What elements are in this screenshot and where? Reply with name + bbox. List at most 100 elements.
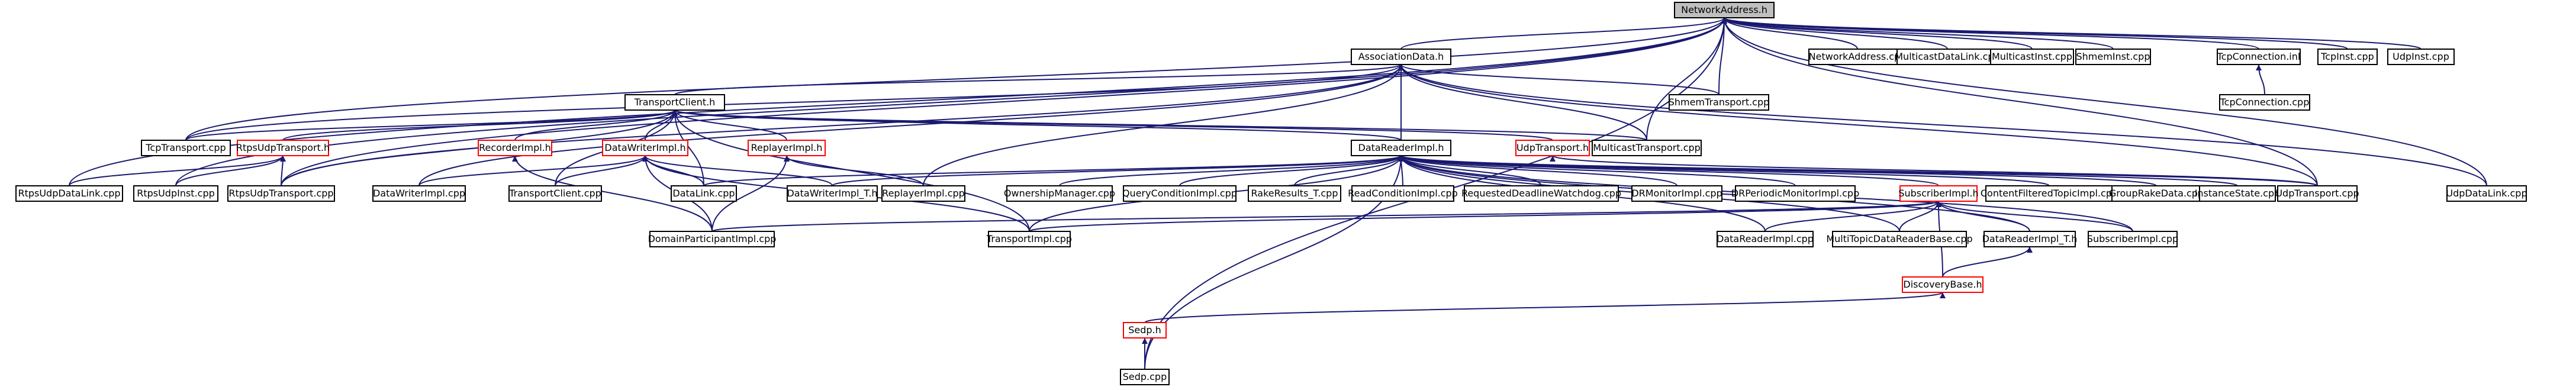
graph-node[interactable]: MulticastInst.cpp bbox=[1990, 49, 2074, 65]
graph-node[interactable]: DRMonitorImpl.cpp bbox=[1631, 185, 1722, 202]
graph-node[interactable]: AssociationData.h bbox=[1351, 49, 1451, 65]
node-box[interactable] bbox=[508, 185, 602, 202]
node-box[interactable] bbox=[1674, 2, 1775, 18]
graph-node[interactable]: UdpDataLink.cpp bbox=[2446, 185, 2527, 202]
node-box[interactable] bbox=[1983, 231, 2076, 247]
node-box[interactable] bbox=[1832, 231, 1967, 247]
graph-node[interactable]: DataWriterImpl.h bbox=[602, 140, 688, 156]
graph-node[interactable]: DataReaderImpl_T.h bbox=[1982, 231, 2078, 247]
node-box[interactable] bbox=[1592, 140, 1702, 156]
graph-node[interactable]: UdpInst.cpp bbox=[2387, 49, 2455, 65]
graph-node[interactable]: TcpConnection.inl bbox=[2217, 49, 2301, 65]
graph-node[interactable]: DRPeriodicMonitorImpl.cpp bbox=[1731, 185, 1860, 202]
node-box[interactable] bbox=[141, 140, 231, 156]
node-box[interactable] bbox=[1351, 49, 1451, 65]
graph-node[interactable]: RtpsUdpTransport.h bbox=[236, 140, 330, 156]
graph-node[interactable]: TransportClient.h bbox=[624, 94, 725, 111]
graph-node[interactable]: TransportClient.cpp bbox=[508, 185, 602, 202]
graph-node[interactable]: DomainParticipantImpl.cpp bbox=[648, 231, 777, 247]
graph-node[interactable]: DataWriterImpl.cpp bbox=[372, 185, 466, 202]
graph-node[interactable]: TransportImpl.cpp bbox=[986, 231, 1072, 247]
node-box[interactable] bbox=[1990, 49, 2074, 65]
graph-node[interactable]: ShmemInst.cpp bbox=[2075, 49, 2151, 65]
node-box[interactable] bbox=[1006, 185, 1113, 202]
node-box[interactable] bbox=[1351, 185, 1454, 202]
node-box[interactable] bbox=[15, 185, 123, 202]
graph-node[interactable]: DataWriterImpl_T.h bbox=[787, 185, 878, 202]
node-box[interactable] bbox=[2387, 49, 2455, 65]
graph-node[interactable]: ContentFilteredTopicImpl.cpp bbox=[1981, 185, 2118, 202]
node-box[interactable] bbox=[1808, 49, 1907, 65]
graph-node[interactable]: ShmemTransport.cpp bbox=[1669, 94, 1770, 111]
node-box[interactable] bbox=[649, 231, 775, 247]
node-box[interactable] bbox=[227, 185, 335, 202]
graph-node[interactable]: DataLink.cpp bbox=[671, 185, 737, 202]
graph-node[interactable]: MultiTopicDataReaderBase.cpp bbox=[1826, 231, 1973, 247]
node-box[interactable] bbox=[2317, 49, 2378, 65]
graph-node[interactable]: UdpTransport.cpp bbox=[2275, 185, 2359, 202]
graph-node[interactable]: Sedp.h bbox=[1123, 322, 1167, 339]
graph-node[interactable]: SubscriberImpl.h bbox=[1898, 185, 1979, 202]
graph-node[interactable]: UdpTransport.h bbox=[1515, 140, 1590, 156]
node-box[interactable] bbox=[1515, 140, 1590, 156]
node-box[interactable] bbox=[1123, 322, 1167, 339]
node-box[interactable] bbox=[1123, 185, 1237, 202]
node-box[interactable] bbox=[881, 185, 965, 202]
node-box[interactable] bbox=[1464, 185, 1619, 202]
node-box[interactable] bbox=[237, 140, 329, 156]
graph-node[interactable]: Sedp.cpp bbox=[1120, 369, 1170, 385]
graph-node[interactable]: DiscoveryBase.h bbox=[1902, 276, 1983, 293]
node-box[interactable] bbox=[2446, 185, 2527, 202]
graph-node[interactable]: DataReaderImpl.cpp bbox=[1717, 231, 1814, 247]
graph-node[interactable]: NetworkAddress.cpp bbox=[1808, 49, 1907, 65]
graph-node[interactable]: TcpInst.cpp bbox=[2317, 49, 2378, 65]
graph-node[interactable]: QueryConditionImpl.cpp bbox=[1122, 185, 1237, 202]
graph-node[interactable]: RtpsUdpTransport.cpp bbox=[227, 185, 335, 202]
graph-node[interactable]: RtpsUdpInst.cpp bbox=[133, 185, 218, 202]
graph-node[interactable]: MulticastTransport.cpp bbox=[1592, 140, 1702, 156]
graph-node[interactable]: OwnershipManager.cpp bbox=[1004, 185, 1115, 202]
node-box[interactable] bbox=[1120, 369, 1170, 385]
node-box[interactable] bbox=[2217, 49, 2301, 65]
graph-node[interactable]: TcpTransport.cpp bbox=[141, 140, 231, 156]
graph-node[interactable]: RequestedDeadlineWatchdog.cpp bbox=[1461, 185, 1621, 202]
node-box[interactable] bbox=[1669, 94, 1769, 111]
graph-node[interactable]: MulticastDataLink.cpp bbox=[1895, 49, 2000, 65]
graph-node[interactable]: RecorderImpl.h bbox=[478, 140, 552, 156]
node-box[interactable] bbox=[1735, 185, 1856, 202]
node-box[interactable] bbox=[372, 185, 466, 202]
node-box[interactable] bbox=[1899, 185, 1978, 202]
graph-node[interactable]: RakeResults_T.cpp bbox=[1248, 185, 1341, 202]
graph-node[interactable]: ReadConditionImpl.cpp bbox=[1348, 185, 1458, 202]
node-box[interactable] bbox=[2219, 94, 2310, 111]
graph-node[interactable]: SubscriberImpl.cpp bbox=[2087, 231, 2178, 247]
node-box[interactable] bbox=[602, 140, 688, 156]
graph-node[interactable]: TcpConnection.cpp bbox=[2219, 94, 2310, 111]
graph-node[interactable]: NetworkAddress.h bbox=[1674, 2, 1775, 18]
node-box[interactable] bbox=[1985, 185, 2113, 202]
graph-node[interactable]: GroupRakeData.cpp bbox=[2109, 185, 2204, 202]
node-box[interactable] bbox=[478, 140, 552, 156]
node-box[interactable] bbox=[671, 185, 737, 202]
graph-node[interactable]: RtpsUdpDataLink.cpp bbox=[15, 185, 123, 202]
node-box[interactable] bbox=[2199, 185, 2276, 202]
node-box[interactable] bbox=[1631, 185, 1722, 202]
graph-node[interactable]: ReplayerImpl.cpp bbox=[881, 185, 965, 202]
node-box[interactable] bbox=[988, 231, 1071, 247]
node-box[interactable] bbox=[748, 140, 826, 156]
edge-n40-n1 bbox=[1398, 64, 2487, 186]
graph-node[interactable]: InstanceState.cpp bbox=[2195, 185, 2281, 202]
node-box[interactable] bbox=[1902, 276, 1983, 293]
node-box[interactable] bbox=[1896, 49, 1998, 65]
node-box[interactable] bbox=[2075, 49, 2151, 65]
node-box[interactable] bbox=[787, 185, 878, 202]
node-box[interactable] bbox=[2277, 185, 2358, 202]
graph-node[interactable]: DataReaderImpl.h bbox=[1351, 140, 1451, 156]
graph-node[interactable]: ReplayerImpl.h bbox=[748, 140, 826, 156]
node-box[interactable] bbox=[624, 94, 725, 111]
node-box[interactable] bbox=[1717, 231, 1814, 247]
node-box[interactable] bbox=[2088, 231, 2178, 247]
node-box[interactable] bbox=[133, 185, 218, 202]
node-box[interactable] bbox=[1248, 185, 1341, 202]
node-box[interactable] bbox=[1351, 140, 1451, 156]
